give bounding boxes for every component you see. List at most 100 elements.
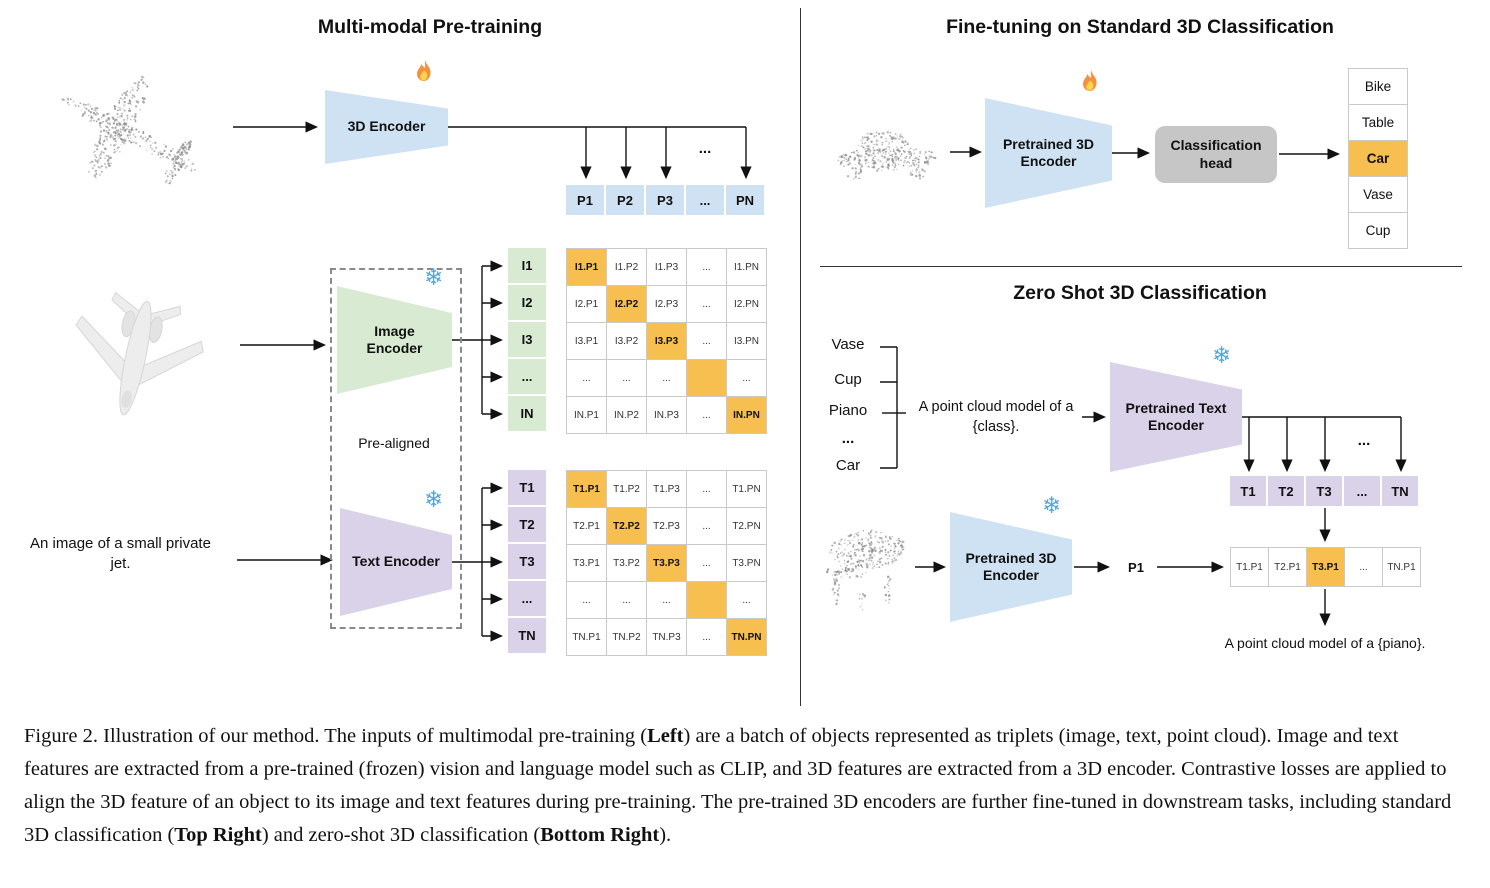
class-option: Table [1348, 105, 1408, 141]
3d-encoder: 3D Encoder [325, 90, 448, 164]
t-header-cell: T3 [1306, 476, 1342, 506]
caption-segment-bold: Left [647, 725, 684, 747]
image-row-label: I3 [508, 322, 546, 357]
image-matrix-cell: IN.P2 [607, 397, 647, 434]
zs-result-cell: TN.P1 [1383, 547, 1421, 587]
image-matrix-cell: I1.PN [727, 249, 767, 286]
text-row-label: T1 [508, 470, 546, 505]
classification-head-label: Classification head [1170, 137, 1262, 171]
panel-divider-horizontal [820, 266, 1462, 267]
text-input: An image of a small private jet. [30, 535, 211, 573]
text-row-label: TN [508, 618, 546, 653]
snowflake-icon: ❄ [1042, 492, 1062, 518]
image-matrix-cell: ... [727, 360, 767, 397]
image-matrix-cell: ... [687, 286, 727, 323]
zs-result-cell: T3.P1 [1307, 547, 1345, 587]
p-header-cell: PN [726, 185, 764, 215]
zs-class-piano: Piano [828, 402, 868, 419]
private-jet-image [75, 291, 204, 416]
image-matrix-cell: I2.P2 [607, 286, 647, 323]
image-matrix-cell: I3.P2 [607, 323, 647, 360]
image-matrix-cell: I2.P1 [567, 286, 607, 323]
text-matrix-cell: ... [687, 619, 727, 656]
zs-result-cell: T2.P1 [1269, 547, 1307, 587]
3d-encoder-label: 3D Encoder [347, 118, 426, 135]
text-matrix-cell: T3.P1 [567, 545, 607, 582]
class-option: Vase [1348, 177, 1408, 213]
text-matrix-cell: ... [647, 582, 687, 619]
image-matrix-cell: IN.PN [727, 397, 767, 434]
text-matrix-cell: T1.P3 [647, 471, 687, 508]
airplane-point-cloud [61, 75, 197, 185]
class-option: Cup [1348, 213, 1408, 249]
zs-prompt: A point cloud model of a {class}. [918, 399, 1074, 435]
image-matrix-cell: I3.P1 [567, 323, 607, 360]
image-matrix-cell: ... [687, 323, 727, 360]
zs-class-car: Car [835, 457, 861, 474]
text-row-label: ... [508, 581, 546, 616]
text-matrix-cell: ... [607, 582, 647, 619]
text-matrix-cell: TN.P2 [607, 619, 647, 656]
text-matrix-cell: T2.P1 [567, 508, 607, 545]
caption-segment: ) and zero-shot 3D classification ( [261, 824, 541, 846]
fire-icon [1082, 69, 1097, 91]
class-option: Bike [1348, 69, 1408, 105]
fire-icon [416, 59, 431, 81]
image-matrix-cell: ... [567, 360, 607, 397]
text-matrix-cell: T3.PN [727, 545, 767, 582]
text-matrix-cell: ... [687, 545, 727, 582]
zs-result-cell: ... [1345, 547, 1383, 587]
p-branch-ellipsis: ... [698, 140, 712, 157]
t-branch-ellipsis: ... [1357, 432, 1371, 449]
image-matrix-cell: ... [647, 360, 687, 397]
image-matrix-cell: ... [607, 360, 647, 397]
image-matrix-cell: I1.P3 [647, 249, 687, 286]
image-matrix-cell: I1.P1 [567, 249, 607, 286]
text-matrix-cell [687, 582, 727, 619]
pretraining-title: Multi-modal Pre-training [317, 16, 543, 38]
t-header-cell: T1 [1230, 476, 1266, 506]
image-row-label: I2 [508, 285, 546, 320]
pretrained-3d-encoder-ft-label: Pretrained 3D Encoder [1002, 135, 1095, 170]
image-matrix-cell: I2.PN [727, 286, 767, 323]
image-matrix-cell: ... [687, 249, 727, 286]
finetune-title: Fine-tuning on Standard 3D Classificatio… [946, 16, 1334, 38]
text-matrix-cell: ... [687, 508, 727, 545]
caption-segment-bold: Bottom Right [540, 824, 660, 846]
image-matrix-cell: IN.P3 [647, 397, 687, 434]
text-matrix-cell: TN.PN [727, 619, 767, 656]
text-row-label: T3 [508, 544, 546, 579]
text-row-label: T2 [508, 507, 546, 542]
text-matrix-cell: ... [727, 582, 767, 619]
text-matrix-cell: ... [567, 582, 607, 619]
snowflake-icon: ❄ [424, 486, 444, 512]
image-matrix-cell: I2.P3 [647, 286, 687, 323]
p1-feature-cell: P1 [1117, 552, 1155, 582]
text-matrix-cell: T2.PN [727, 508, 767, 545]
image-matrix-cell: I3.P3 [647, 323, 687, 360]
caption-segment-bold: Top Right [174, 824, 262, 846]
pre-aligned-box [330, 268, 462, 629]
t-header-cell: ... [1344, 476, 1380, 506]
snowflake-icon: ❄ [424, 264, 444, 290]
image-encoder-label: Image Encoder [366, 322, 423, 357]
image-matrix-cell: I1.P2 [607, 249, 647, 286]
text-matrix-cell: T3.P3 [647, 545, 687, 582]
caption-segment: Figure 2. Illustration of our method. Th… [24, 725, 648, 747]
zs-class-ellipsis: ... [841, 430, 855, 447]
caption-segment: ). [659, 824, 672, 846]
class-option: Car [1348, 141, 1408, 177]
caption-segment: ) are a batch of objects represented as … [24, 725, 1452, 846]
image-matrix-cell: I3.PN [727, 323, 767, 360]
text-matrix-cell: TN.P1 [567, 619, 607, 656]
image-row-label: ... [508, 359, 546, 394]
pretrained-text-encoder: Pretrained Text Encoder [1110, 362, 1242, 472]
piano-point-cloud [825, 529, 905, 611]
text-matrix-cell: TN.P3 [647, 619, 687, 656]
